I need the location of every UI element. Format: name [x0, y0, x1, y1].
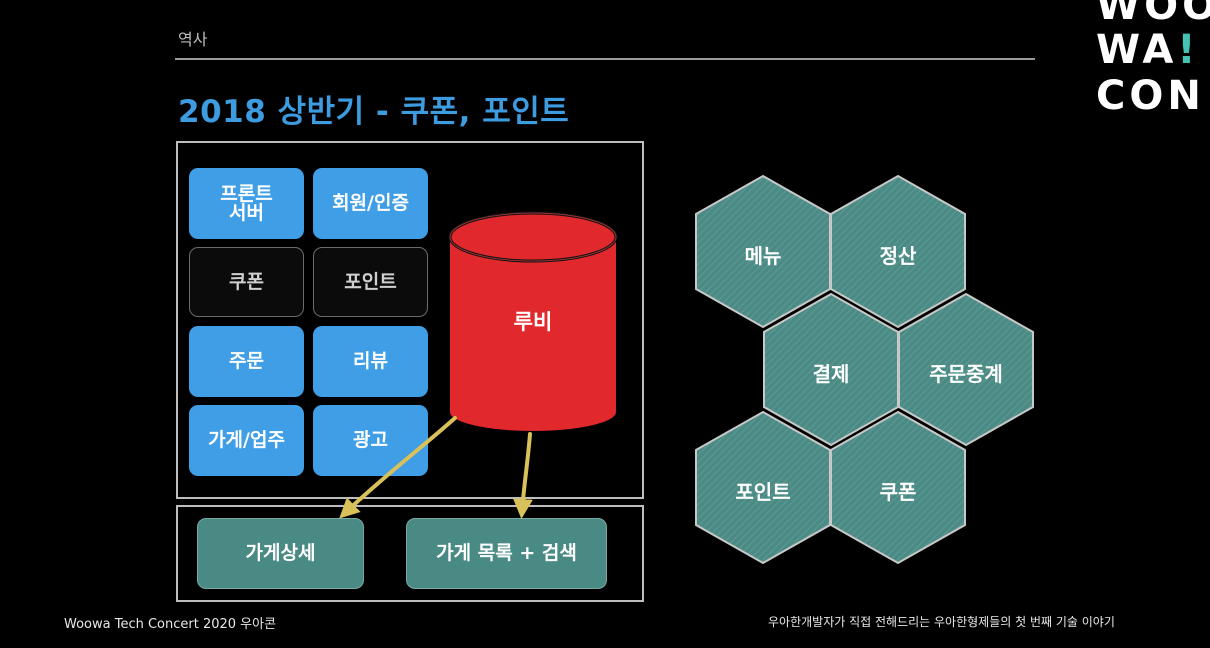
output-shop-detail-label: 가게상세 [245, 542, 316, 564]
output-shop-detail: 가게상세 [197, 518, 364, 589]
hex-settlement [830, 174, 966, 329]
monolith-frame [176, 141, 644, 499]
footer-tagline: 우아한개발자가 직접 전해드리는 우아한형제들의 첫 번째 기술 이야기 [768, 615, 1115, 629]
logo-line-3: CON [1096, 73, 1205, 119]
module-point-label: 포인트 [344, 270, 397, 293]
hex-settlement-label: 정산 [879, 244, 917, 268]
hex-coupon [830, 410, 966, 565]
module-ads: 광고 [313, 405, 428, 476]
module-ads-label: 광고 [353, 429, 388, 451]
footer-event-name: Woowa Tech Concert 2020 우아콘 [64, 617, 277, 632]
module-coupon: 쿠폰 [189, 247, 304, 317]
hex-menu-label: 메뉴 [744, 244, 782, 268]
module-shop-owner: 가게/업주 [189, 405, 304, 476]
hex-point-label: 포인트 [735, 480, 791, 504]
output-shop-list-search: 가게 목록 + 검색 [406, 518, 607, 589]
ruby-database-label: 루비 [513, 310, 553, 334]
hex-payment-label: 결제 [812, 362, 850, 386]
module-review: 리뷰 [313, 326, 428, 397]
header-divider [175, 58, 1035, 60]
logo-line-1: WOO [1096, 0, 1210, 29]
output-shop-list-search-label: 가게 목록 + 검색 [436, 542, 577, 564]
module-point: 포인트 [313, 247, 428, 317]
output-frame [176, 505, 644, 602]
ruby-database-cylinder [448, 211, 618, 431]
hex-order-relay-label: 주문중계 [929, 362, 1003, 386]
section-label: 역사 [178, 30, 208, 49]
module-member-auth: 회원/인증 [313, 168, 428, 239]
hex-order-relay [898, 292, 1034, 447]
module-order: 주문 [189, 326, 304, 397]
logo-line-2: WA! [1096, 30, 1200, 70]
slide-title: 2018 상반기 - 쿠폰, 포인트 [178, 94, 570, 130]
module-order-label: 주문 [229, 350, 264, 372]
woowacon-logo: WOO WA! CON [1090, 0, 1210, 125]
logo-line-2-text: WA [1096, 27, 1178, 73]
arrow-ruby-to-shop-detail [339, 416, 457, 519]
logo-exclamation: ! [1177, 27, 1200, 73]
hex-coupon-label: 쿠폰 [879, 480, 917, 504]
module-shop-owner-label: 가게/업주 [208, 429, 285, 451]
module-member-auth-label: 회원/인증 [332, 192, 409, 214]
arrow-ruby-to-shop-list [512, 432, 533, 519]
module-coupon-label: 쿠폰 [229, 270, 264, 293]
module-review-label: 리뷰 [353, 350, 388, 372]
